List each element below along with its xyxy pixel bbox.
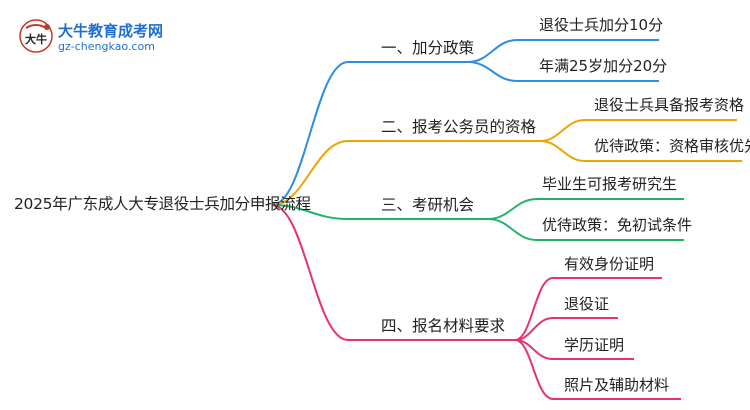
leaf-1-2-label: 年满25岁加分20分 — [539, 57, 668, 75]
root-node-label: 2025年广东成人大专退役士兵加分申报流程 — [14, 195, 311, 213]
logo-url: gz-chengkao.com — [58, 40, 155, 53]
leaf-2-2-label: 优待政策：资格审核优先 — [594, 137, 750, 155]
logo-site-name: 大牛教育成考网 — [58, 22, 164, 40]
leaf-1-1-label: 退役士兵加分10分 — [539, 16, 664, 34]
connector-branch-2-leaf-1 — [539, 119, 586, 142]
connector-root-branch-3 — [271, 204, 349, 220]
leaf-4-3-label: 学历证明 — [564, 336, 625, 354]
leaf-4-2-label: 退役证 — [564, 295, 610, 313]
logo-mark-text: 大牛 — [25, 32, 47, 46]
leaf-2-1-label: 退役士兵具备报考资格 — [594, 96, 745, 114]
connector-root-branch-1 — [271, 61, 349, 206]
leaf-4-1-label: 有效身份证明 — [564, 255, 655, 273]
connector-branch-2-leaf-2 — [539, 140, 586, 162]
connector-branch-1-leaf-2 — [467, 61, 518, 82]
branch-3-label: 三、考研机会 — [381, 196, 475, 214]
branch-1-label: 一、加分政策 — [381, 39, 475, 57]
connector-branch-4-leaf-1 — [514, 277, 554, 341]
site-logo: 大牛 大牛教育成考网 gz-chengkao.com — [18, 16, 168, 56]
connector-root-branch-2 — [271, 140, 349, 206]
branch-4-label: 四、报名材料要求 — [381, 317, 506, 335]
leaf-3-2-label: 优待政策：免初试条件 — [542, 216, 693, 234]
connector-branch-3-leaf-1 — [487, 198, 538, 220]
connector-branch-3-leaf-2 — [487, 218, 538, 241]
leaf-4-4-label: 照片及辅助材料 — [564, 376, 670, 394]
leaf-3-1-label: 毕业生可报考研究生 — [542, 175, 678, 193]
connector-branch-4-leaf-4 — [514, 339, 554, 400]
branch-2-label: 二、报考公务员的资格 — [381, 118, 537, 136]
logo-mark-icon: 大牛 — [19, 19, 53, 53]
connector-root-branch-4 — [271, 204, 349, 341]
connector-branch-1-leaf-1 — [467, 39, 518, 63]
